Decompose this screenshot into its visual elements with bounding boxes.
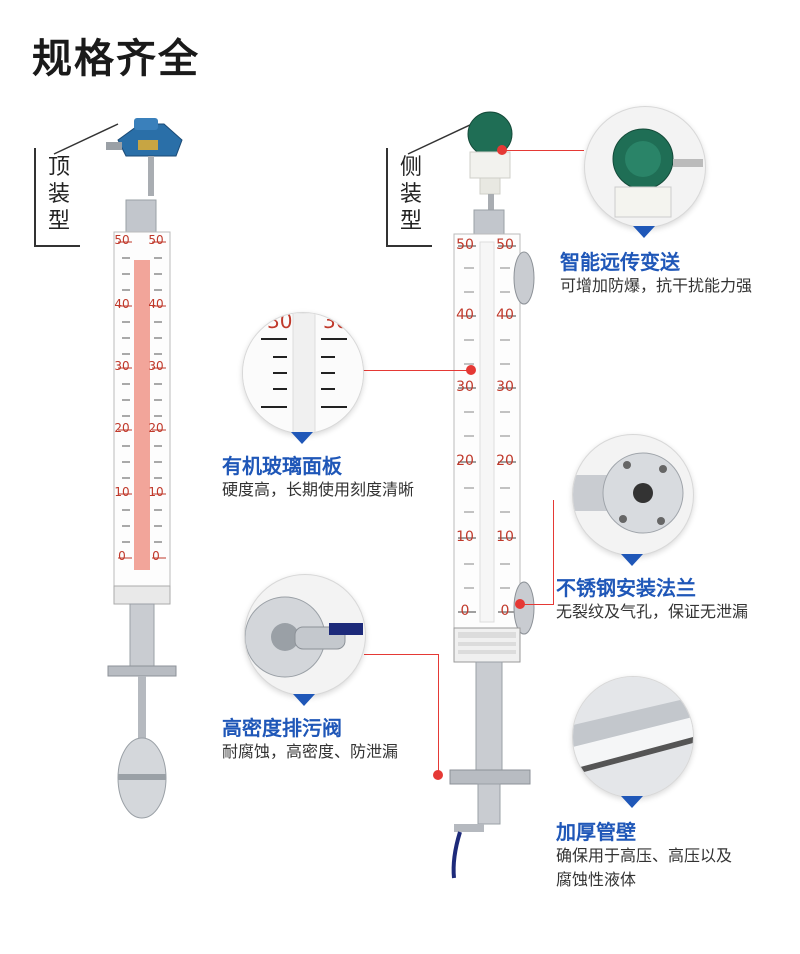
top-mount-gauge	[106, 118, 183, 819]
scale-label: 50	[114, 233, 130, 247]
scale-label: 0	[152, 549, 160, 563]
scale-label: 40	[148, 297, 164, 311]
scale-label: 10	[148, 485, 164, 499]
pointer-dot-valve	[433, 770, 443, 780]
scale-label: 50	[456, 237, 474, 253]
callout-panel: 30 30	[242, 312, 364, 434]
label-leader-line-2	[407, 123, 473, 155]
connector-line-panel	[362, 370, 470, 371]
feature-desc-transmitter: 可增加防爆，抗干扰能力强	[560, 276, 753, 295]
label-leader-line	[53, 123, 119, 155]
connector-line-transmitter	[502, 150, 584, 151]
callout-arrow-tube-wall	[621, 796, 643, 808]
feature-desc-flange: 无裂纹及气孔，保证无泄漏	[556, 602, 749, 621]
scale-label: 20	[496, 453, 514, 469]
feature-title-transmitter: 智能远传变送	[560, 250, 680, 274]
feature-desc-tube-wall-2: 腐蚀性液体	[556, 870, 637, 889]
feature-title-tube-wall: 加厚管壁	[556, 820, 636, 844]
scale-label: 0	[460, 603, 470, 619]
scale-label: 10	[456, 529, 474, 545]
callout-tube-wall	[572, 676, 694, 798]
pointer-dot-flange	[515, 599, 525, 609]
callout-arrow-flange	[621, 554, 643, 566]
scale-label: 30	[456, 379, 474, 395]
pointer-dot-panel	[466, 365, 476, 375]
connector-line-valve-v	[438, 654, 439, 774]
scale-label: 0	[118, 549, 126, 563]
right-scale-ticks	[458, 245, 516, 613]
feature-desc-valve: 耐腐蚀，高密度、防泄漏	[222, 742, 399, 761]
scale-label: 20	[114, 421, 130, 435]
top-mount-label: 顶装型	[34, 148, 80, 247]
callout-transmitter	[584, 106, 706, 228]
left-scale-numbers-b: 50 40 30 20 10 0	[146, 234, 166, 562]
scale-label: 20	[148, 421, 164, 435]
callout-arrow-panel	[291, 432, 313, 444]
scale-label: 10	[114, 485, 130, 499]
scale-label: 30	[148, 359, 164, 373]
scale-label: 40	[114, 297, 130, 311]
feature-title-flange: 不锈钢安装法兰	[556, 576, 696, 600]
callout-arrow-valve	[293, 694, 315, 706]
side-mount-label: 侧装型	[386, 148, 432, 247]
feature-title-valve: 高密度排污阀	[222, 716, 342, 740]
scale-label: 50	[496, 237, 514, 253]
feature-desc-panel: 硬度高，长期使用刻度清晰	[222, 480, 415, 499]
left-scale-ticks	[118, 241, 166, 559]
scale-label: 30	[496, 379, 514, 395]
scale-label: 40	[496, 307, 514, 323]
connector-line-valve-h	[364, 654, 438, 655]
page-title: 规格齐全	[32, 36, 200, 82]
feature-desc-tube-wall-1: 确保用于高压、高压以及	[556, 846, 733, 865]
callout-arrow-transmitter	[633, 226, 655, 238]
scale-label: 30	[114, 359, 130, 373]
scale-label: 0	[500, 603, 510, 619]
right-scale-numbers-b: 50 40 30 20 10 0	[495, 238, 515, 618]
pointer-dot-transmitter	[497, 145, 507, 155]
right-scale-numbers-a: 50 40 30 20 10 0	[455, 238, 475, 618]
connector-line-flange-v	[553, 500, 554, 604]
zoom-tick-left: 30	[267, 312, 293, 333]
callout-valve	[244, 574, 366, 696]
scale-label: 50	[148, 233, 164, 247]
connector-line-flange-h	[520, 604, 554, 605]
zoom-tick-right: 30	[323, 312, 349, 333]
side-mount-gauge	[449, 111, 535, 879]
scale-label: 20	[456, 453, 474, 469]
callout-flange	[572, 434, 694, 556]
scale-label: 10	[496, 529, 514, 545]
left-scale-numbers-a: 50 40 30 20 10 0	[112, 234, 132, 562]
scale-label: 40	[456, 307, 474, 323]
feature-title-panel: 有机玻璃面板	[222, 454, 342, 478]
